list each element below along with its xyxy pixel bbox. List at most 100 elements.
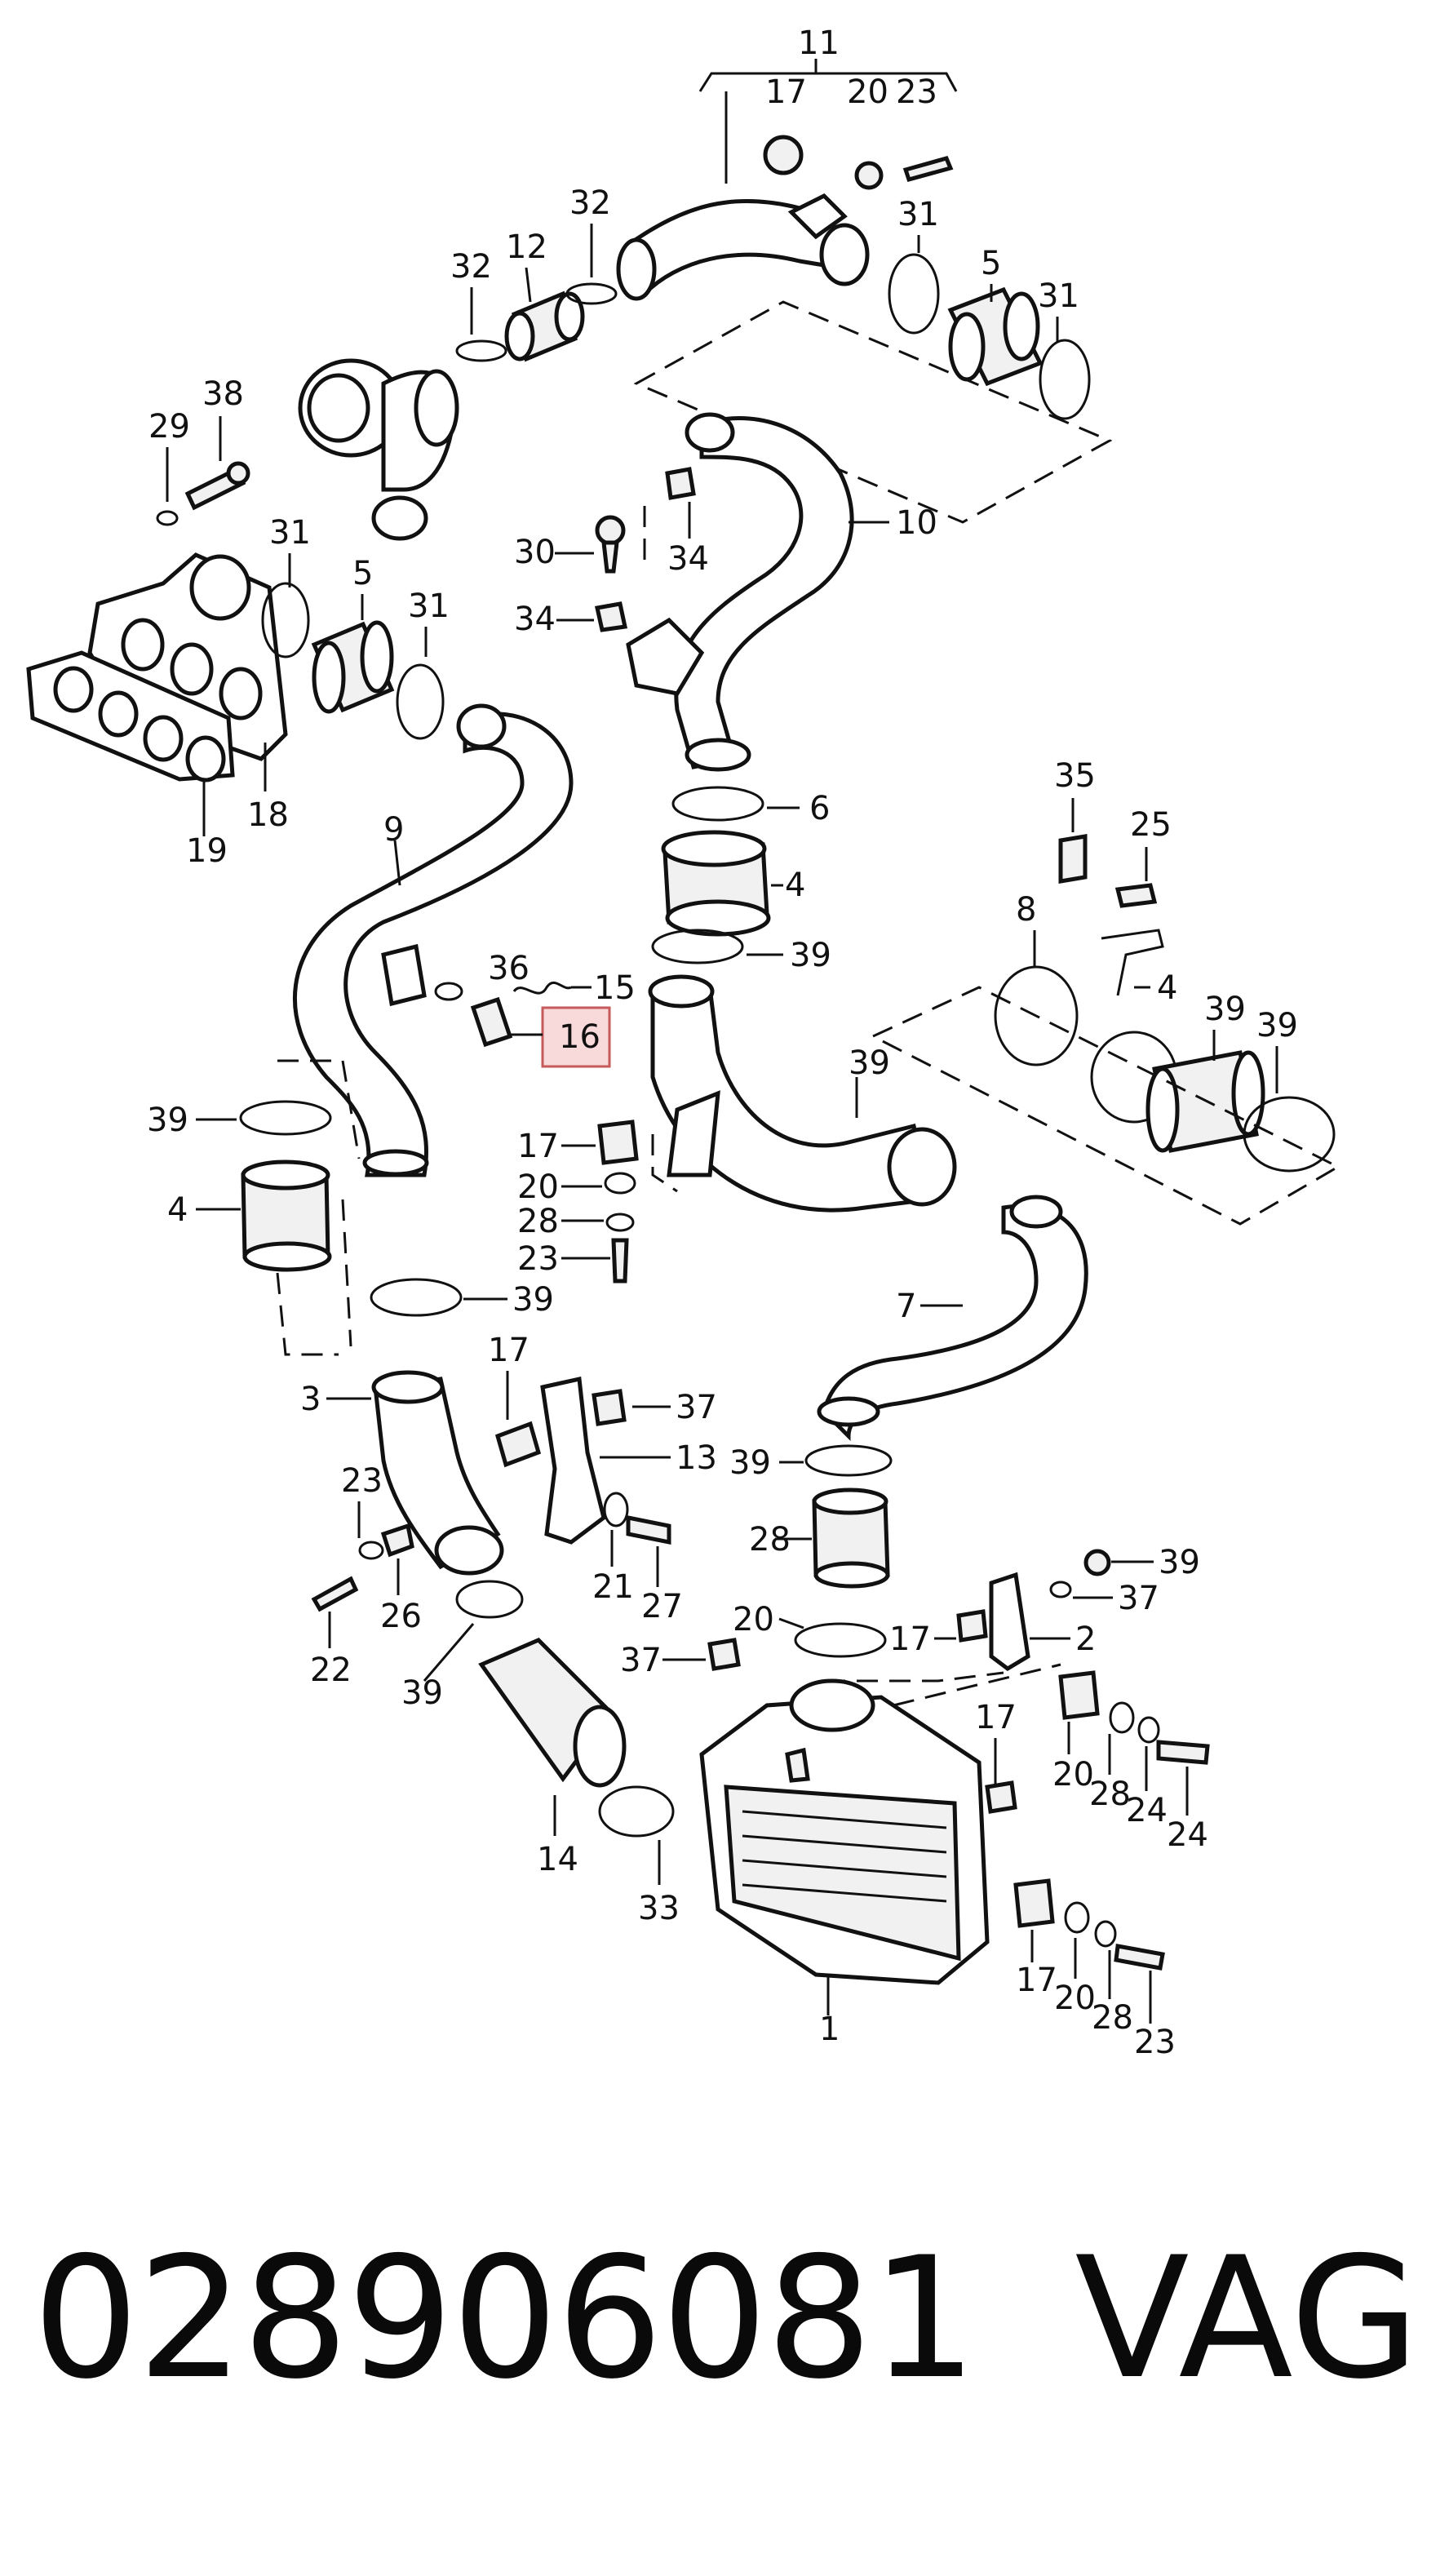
charge-pipe-3 bbox=[371, 1370, 504, 1576]
callout-28: 24 bbox=[1126, 1792, 1168, 1829]
callout-6: 39 bbox=[849, 1044, 890, 1082]
callout-17: 17 bbox=[765, 73, 807, 111]
callout-19: 19 bbox=[186, 832, 228, 870]
callout-10: 10 bbox=[896, 504, 937, 542]
charge-pipe-10 bbox=[626, 412, 854, 772]
charge-pipe-upper bbox=[616, 135, 954, 301]
callout-7: 7 bbox=[896, 1288, 916, 1325]
hose-4-center bbox=[651, 786, 771, 964]
callout-23: 23 bbox=[896, 73, 937, 111]
callout-15: 15 bbox=[594, 969, 636, 1007]
callout-39: 39 bbox=[512, 1281, 554, 1319]
callout-4: 4 bbox=[167, 1191, 188, 1229]
gasket-19 bbox=[26, 650, 235, 783]
callout-8: 4 bbox=[1157, 969, 1177, 1007]
callout-32: 32 bbox=[450, 248, 492, 286]
callout-23: 23 bbox=[1134, 2024, 1176, 2061]
callout-3: 3 bbox=[300, 1381, 321, 1418]
callout-39: 39 bbox=[1256, 1007, 1298, 1044]
callout-17: 17 bbox=[1016, 1962, 1057, 1999]
dashed-guide-right bbox=[870, 986, 1341, 1226]
nut-17 bbox=[707, 1638, 741, 1671]
callout-20: 20 bbox=[517, 1168, 559, 1206]
callout-39: 8 bbox=[1016, 891, 1036, 929]
hose-4-lower bbox=[794, 1444, 893, 1658]
callout-20: 20 bbox=[1054, 1980, 1096, 2017]
callout-16: 16 bbox=[559, 1018, 600, 1056]
hose-14 bbox=[455, 1580, 675, 1838]
hose-12 bbox=[455, 282, 618, 362]
highlight-callout-16 bbox=[541, 1006, 611, 1068]
callout-4: 39 bbox=[1204, 991, 1246, 1028]
charge-pipe-6 bbox=[648, 974, 957, 1213]
callout-28: 23 bbox=[341, 1462, 383, 1500]
callout-39: 6 bbox=[809, 790, 830, 827]
part-number: 028906081 bbox=[33, 2222, 977, 2416]
mount-stack-center bbox=[597, 1120, 678, 1284]
callout-11: 11 bbox=[798, 24, 840, 62]
callout-13: 13 bbox=[676, 1439, 717, 1477]
callout-32: 32 bbox=[569, 184, 611, 222]
callout-26: 21 bbox=[592, 1568, 634, 1606]
pressure-sensor bbox=[434, 981, 572, 1048]
bracket-13 bbox=[494, 1376, 671, 1545]
dashed-guide-upper bbox=[633, 300, 1113, 524]
hose-4-left bbox=[239, 1059, 463, 1356]
callout-17: 37 bbox=[620, 1642, 662, 1679]
callout-33: 33 bbox=[638, 1890, 680, 1927]
callout-38: 38 bbox=[202, 375, 244, 413]
callout-29: 29 bbox=[148, 408, 190, 446]
callout-17: 20 bbox=[1052, 1756, 1094, 1793]
brand-name: VAG bbox=[1075, 2222, 1420, 2416]
callout-5: 5 bbox=[352, 555, 373, 592]
callout-37: 37 bbox=[676, 1389, 717, 1426]
callout-37: 17 bbox=[889, 1621, 931, 1658]
clip-37 bbox=[985, 1780, 1017, 1814]
callout-39: 20 bbox=[733, 1601, 774, 1638]
callout-18: 18 bbox=[247, 796, 289, 834]
mount-stack-right-upper bbox=[1058, 1670, 1210, 1765]
bolt-38 bbox=[156, 461, 250, 526]
hose-4-right bbox=[994, 834, 1336, 1173]
callout-20: 26 bbox=[380, 1598, 422, 1635]
callout-27: 37 bbox=[1118, 1580, 1159, 1617]
callout-35: 35 bbox=[1054, 757, 1096, 795]
callout-25: 25 bbox=[1130, 806, 1172, 844]
callout-14: 14 bbox=[537, 1841, 578, 1878]
callout-31: 31 bbox=[897, 196, 939, 233]
callout-37: 17 bbox=[975, 1699, 1017, 1736]
callout-28: 28 bbox=[1092, 1999, 1133, 2037]
callout-34: 34 bbox=[514, 601, 556, 638]
callout-31: 31 bbox=[269, 514, 311, 552]
callout-34: 34 bbox=[667, 540, 709, 578]
callout-21: 39 bbox=[1159, 1544, 1200, 1581]
callout-17: 17 bbox=[488, 1332, 530, 1369]
callout-20: 20 bbox=[847, 73, 888, 111]
callout-39: 39 bbox=[401, 1674, 443, 1712]
hose-5-upper bbox=[888, 253, 1091, 420]
callout-22: 27 bbox=[641, 1588, 683, 1625]
callout-28: 28 bbox=[517, 1203, 559, 1240]
mount-stack-left bbox=[311, 1523, 414, 1612]
callout-5: 5 bbox=[981, 245, 1001, 282]
callout-1: 1 bbox=[819, 2011, 840, 2048]
hose-5-left bbox=[261, 582, 445, 740]
callout-23: 22 bbox=[310, 1652, 352, 1689]
intercooler-1 bbox=[699, 1678, 990, 1985]
callout-20: 28 bbox=[1089, 1776, 1131, 1813]
callout-23: 23 bbox=[517, 1240, 559, 1278]
callout-9: 9 bbox=[383, 811, 404, 849]
callout-24: 24 bbox=[1167, 1816, 1208, 1854]
callout-31: 31 bbox=[408, 587, 450, 625]
callout-39: 39 bbox=[147, 1102, 188, 1139]
mount-stack-right-lower bbox=[1013, 1878, 1165, 1971]
bracket-2 bbox=[956, 1549, 1111, 1672]
group-bracket-11: 11 17 20 23 bbox=[698, 24, 958, 184]
callout-2: 2 bbox=[1075, 1621, 1096, 1658]
charge-pipe-9 bbox=[292, 703, 574, 1177]
footer: 028906081 VAG bbox=[33, 2236, 1420, 2448]
callout-17: 17 bbox=[517, 1128, 559, 1165]
bolt-30 bbox=[594, 467, 696, 632]
turbocharger bbox=[298, 358, 459, 541]
callout-36: 36 bbox=[488, 950, 530, 987]
